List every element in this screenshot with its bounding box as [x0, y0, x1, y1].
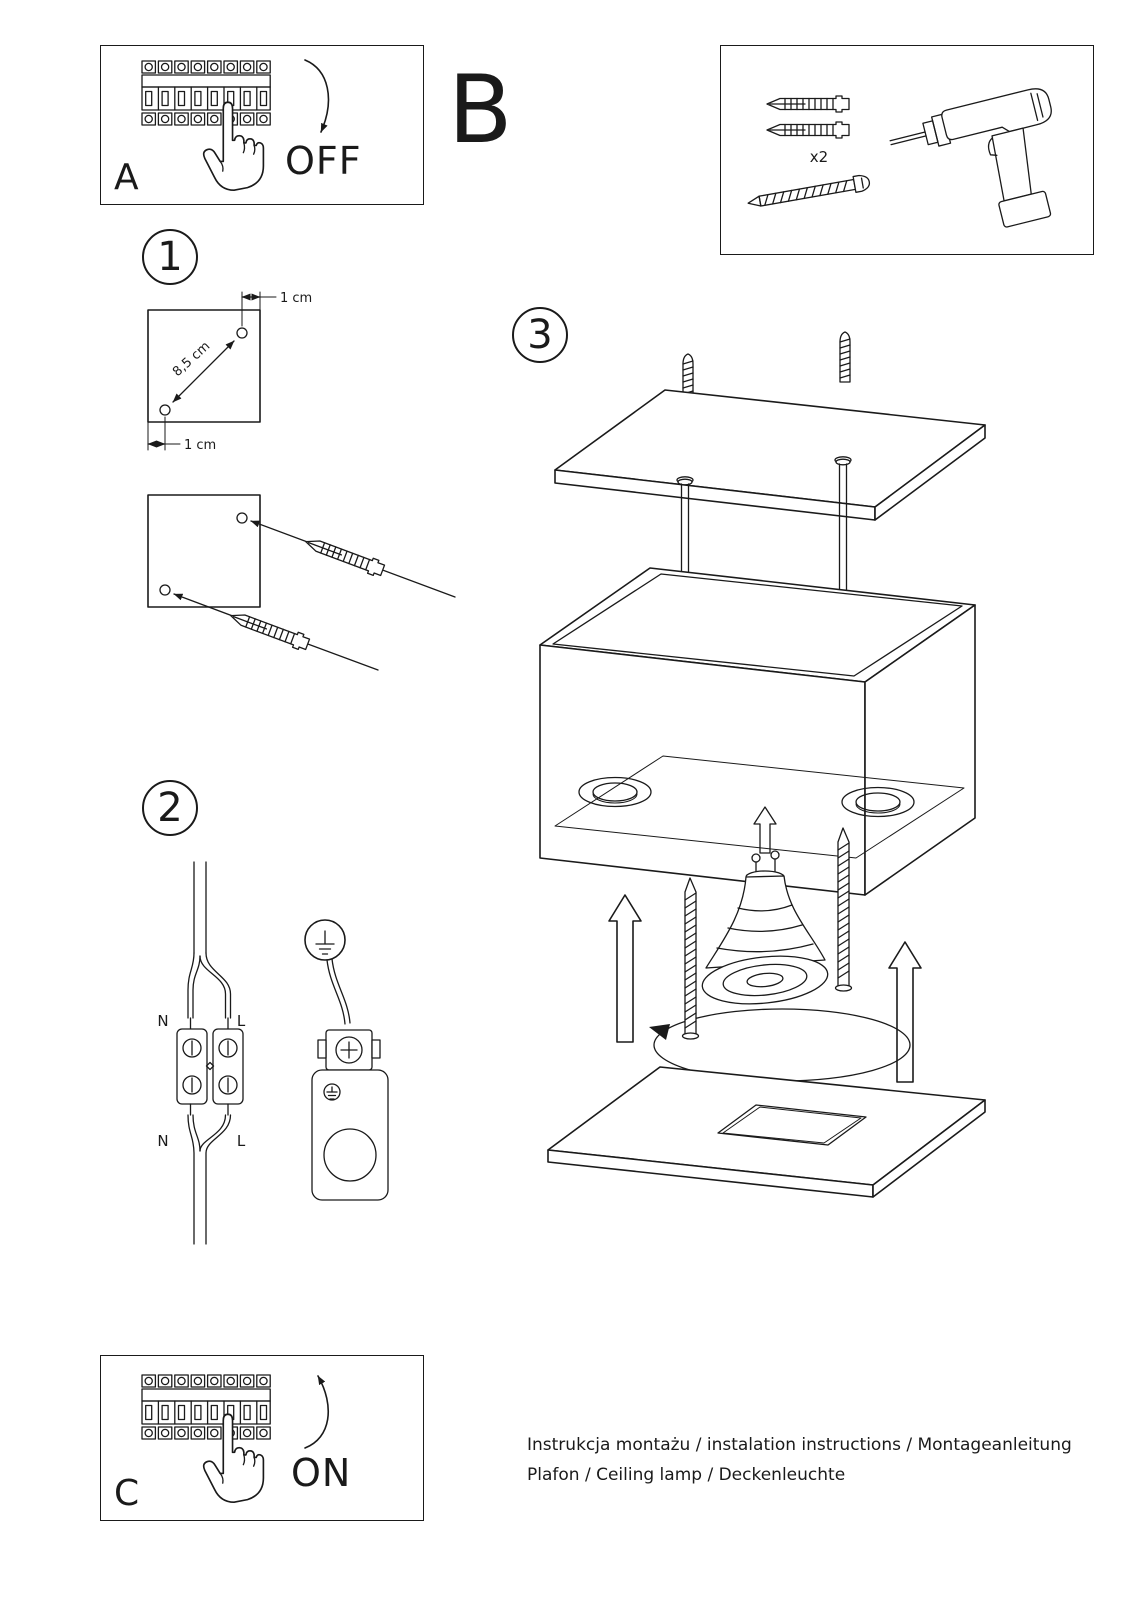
- wall-plug-icon: [766, 95, 850, 139]
- terminal-block: [176, 1028, 244, 1105]
- step-1-badge: 1: [142, 229, 198, 285]
- panel-a-label: A: [114, 157, 139, 198]
- wiring-diagram: N L N L: [157, 861, 389, 1245]
- fixing-screw-left: [681, 877, 700, 1040]
- power-off-label: OFF: [285, 139, 362, 183]
- gu10-bulb-icon: [701, 850, 829, 1005]
- exploded-assembly-diagram: [539, 331, 986, 1198]
- panel-c-power-on: ON C: [100, 1355, 424, 1521]
- machine-screw-right: [835, 458, 851, 612]
- ceiling-mount-plate: [554, 389, 986, 521]
- dim-top-label: 1 cm: [280, 291, 312, 306]
- wire-l-top-label: L: [237, 1012, 246, 1030]
- mounting-dimensions-diagram: 8,5 cm 1 cm 1 cm: [147, 291, 312, 453]
- socket-opening-right: [841, 786, 915, 818]
- wire-n-bottom-label: N: [157, 1132, 168, 1150]
- step-2-number: 2: [157, 785, 183, 831]
- wire-n-top-label: N: [157, 1012, 168, 1030]
- panel-b-parts: x2: [720, 45, 1094, 255]
- lamp-cable: [187, 1103, 232, 1245]
- fixing-screw-right: [834, 827, 853, 992]
- drill-icon: [889, 88, 1052, 228]
- dim-bottom-label: 1 cm: [184, 438, 216, 453]
- lamp-connector: [311, 958, 389, 1201]
- anchor-count-label: x2: [809, 148, 829, 166]
- bottom-cover-plate: [547, 1066, 986, 1198]
- arrow-up-small: [753, 806, 777, 854]
- switch-off-arrow-icon: [304, 59, 330, 133]
- step-2-badge: 2: [142, 780, 198, 836]
- ceiling-screw-right: [839, 331, 851, 383]
- step-3-badge: 3: [512, 307, 568, 363]
- lamp-body-box: [539, 567, 976, 896]
- wall-plug-icon: [305, 540, 386, 577]
- panel-c-label: C: [114, 1473, 140, 1514]
- screw-icon: [747, 174, 871, 207]
- socket-opening-left: [578, 776, 652, 808]
- wall-plug-insertion-diagram: [147, 494, 456, 671]
- footer-line-1: Instrukcja montażu / instalation instruc…: [527, 1435, 1072, 1455]
- arrow-up-right: [888, 941, 922, 1083]
- arrow-up-left: [608, 894, 642, 1043]
- hand-pointing-icon: [202, 101, 265, 192]
- hand-pointing-icon: [202, 1413, 265, 1504]
- power-on-label: ON: [291, 1451, 352, 1495]
- footer-line-2: Plafon / Ceiling lamp / Deckenleuchte: [527, 1465, 846, 1485]
- step-3-number: 3: [527, 312, 553, 358]
- wall-plug-icon: [230, 614, 311, 651]
- wire-l-bottom-label: L: [237, 1132, 246, 1150]
- mains-cable: [187, 861, 232, 1030]
- dim-diagonal-label: 8,5 cm: [170, 339, 213, 380]
- panel-b-label: B: [448, 56, 513, 165]
- footer: Instrukcja montażu / instalation instruc…: [527, 1430, 1072, 1490]
- step-1-number: 1: [157, 234, 183, 280]
- ground-symbol-icon: [304, 919, 346, 961]
- switch-on-arrow-icon: [304, 1375, 330, 1449]
- panel-a-power-off: OFF A: [100, 45, 424, 205]
